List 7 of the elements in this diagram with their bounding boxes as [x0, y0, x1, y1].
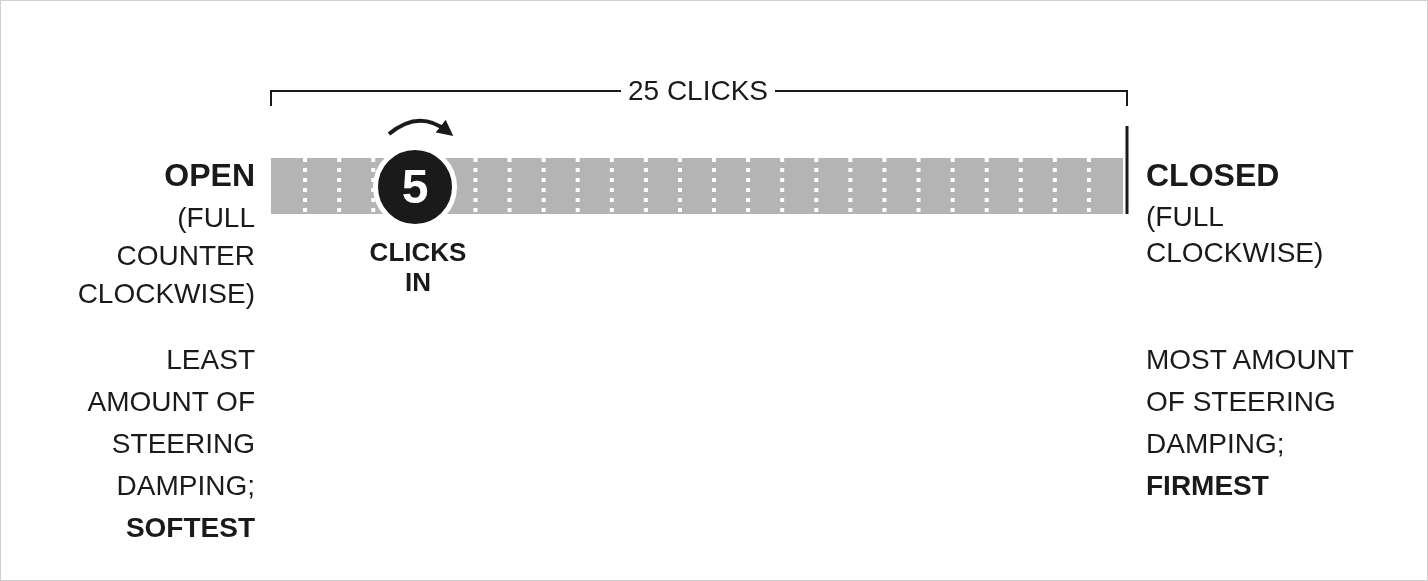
description-text: LEAST AMOUNT OF STEERING DAMPING; SOFTEST	[86, 343, 255, 545]
end-note: (FULL CLOCKWISE)	[1146, 200, 1325, 270]
end-label: CLOSED	[1146, 156, 1281, 195]
end-label: OPEN	[163, 156, 255, 195]
caption-text: CLICKS IN	[368, 237, 468, 297]
end-note: (FULL COUNTER CLOCKWISE)	[76, 201, 255, 311]
description-text: MOST AMOUNT OF STEERING DAMPING; FIRMEST	[1146, 343, 1355, 503]
